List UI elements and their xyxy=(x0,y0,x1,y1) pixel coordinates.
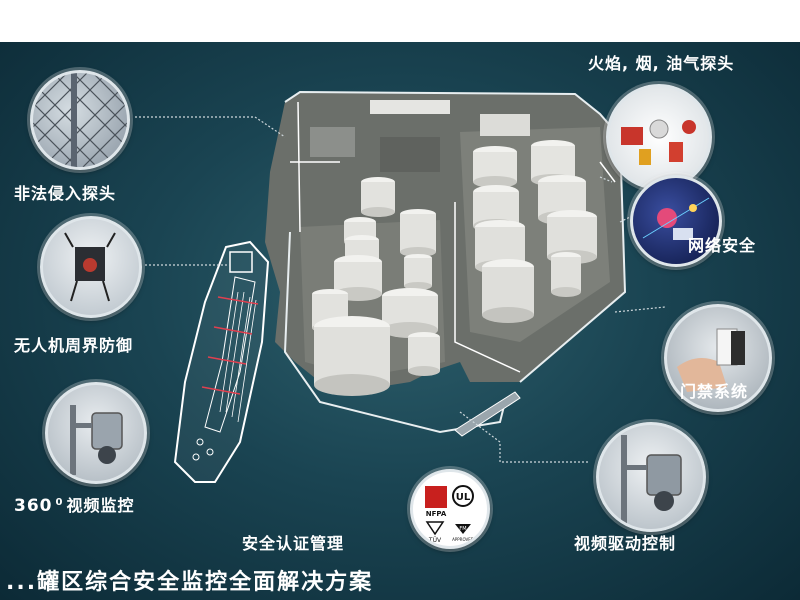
label-security-certification: 安全认证管理 xyxy=(242,534,345,553)
nfpa-logo-text: NFPA xyxy=(426,510,447,518)
quay-outline xyxy=(283,231,506,434)
tank-farm-illustration xyxy=(135,90,666,483)
terminal-outline xyxy=(284,90,627,383)
fm-logo-text: FM xyxy=(459,526,466,532)
pipelines xyxy=(290,101,616,373)
video-drive-control-image xyxy=(596,422,706,532)
main-graphic: NFPA UL TÜV FM APPROVED 火焰, 烟, 油气探头 非法侵入… xyxy=(0,42,800,600)
tuv-logo-text: TÜV xyxy=(428,537,442,544)
label-cyber-security: 网络安全 xyxy=(688,236,757,255)
ul-logo-icon xyxy=(452,485,474,507)
leader-lines xyxy=(135,116,666,463)
intrusion-sensor-image xyxy=(30,70,130,170)
tank-group-left xyxy=(312,177,440,396)
tank-group-right xyxy=(473,140,597,323)
small-boat xyxy=(454,391,521,437)
certification-logos: NFPA UL TÜV FM APPROVED xyxy=(410,469,490,549)
nfpa-logo-icon xyxy=(425,486,447,508)
building xyxy=(370,100,450,114)
label-fire-smoke-gas: 火焰, 烟, 油气探头 xyxy=(588,54,735,73)
ul-logo-text: UL xyxy=(456,492,471,503)
label-video-drive-control: 视频驱动控制 xyxy=(574,534,677,553)
label-access-control-text: 门禁系统 xyxy=(680,382,749,401)
fm-logo-icon xyxy=(455,524,471,534)
label-cctv-360-degree: 0 xyxy=(55,496,64,508)
label-cctv-360-text: 视频监控 xyxy=(66,496,135,515)
label-cctv-360-number: 360 xyxy=(14,496,53,516)
tuv-logo-icon xyxy=(425,521,445,536)
building xyxy=(380,137,440,172)
page-title: ...罐区综合安全监控全面解决方案 xyxy=(6,570,374,595)
access-control-image xyxy=(664,304,772,412)
label-access-control: 门禁系统 xyxy=(680,378,748,402)
tanker-ship xyxy=(173,240,270,483)
cctv-360-image xyxy=(45,382,147,484)
label-drone-defense: 无人机周界防御 xyxy=(14,336,134,355)
building xyxy=(310,127,355,157)
drone-defense-image xyxy=(40,216,142,318)
label-intrusion: 非法侵入探头 xyxy=(14,184,117,203)
building xyxy=(480,114,530,136)
approved-logo-text: APPROVED xyxy=(452,537,474,542)
cyber-security-image xyxy=(630,175,722,267)
fire-smoke-gas-detector-image xyxy=(606,84,712,190)
